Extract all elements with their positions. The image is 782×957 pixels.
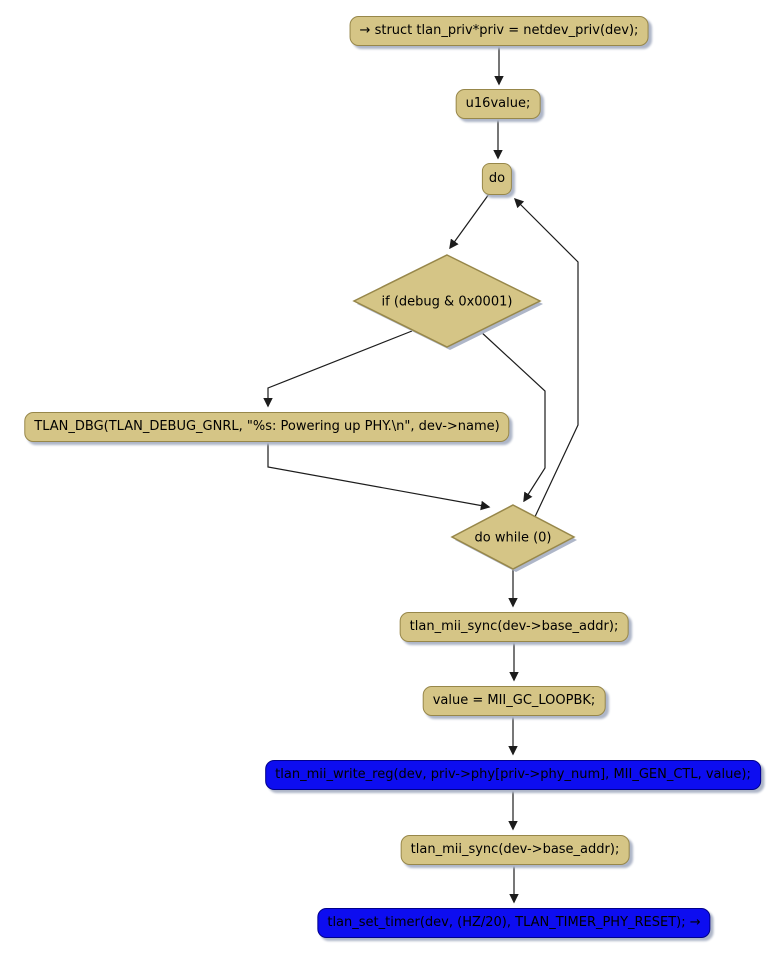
node-mii-write-reg: tlan_mii_write_reg(dev, priv->phy[priv->… — [265, 760, 761, 790]
node-set-timer: tlan_set_timer(dev, (HZ/20), TLAN_TIMER_… — [317, 908, 711, 938]
edge-if-false-dowhile — [479, 330, 546, 503]
edge-dbg-dowhile — [267, 441, 491, 511]
node-do: do — [481, 163, 513, 195]
edge-dowhile-loop-do — [513, 197, 579, 522]
do-while-diamond-shape — [450, 504, 576, 570]
node-value-assign: value = MII_GC_LOOPBK; — [422, 686, 606, 716]
node-declare-u16value: u16value; — [455, 89, 541, 119]
node-declare-priv: → struct tlan_priv*priv = netdev_priv(de… — [349, 16, 649, 46]
do-while-condition-label: do while (0) — [474, 530, 552, 546]
node-mii-sync-1: tlan_mii_sync(dev->base_addr); — [399, 612, 629, 642]
edge-do-if — [449, 193, 490, 250]
node-tlan-dbg: TLAN_DBG(TLAN_DEBUG_GNRL, "%s: Powering … — [24, 412, 510, 442]
if-diamond-shape — [352, 254, 542, 348]
node-mii-sync-2: tlan_mii_sync(dev->base_addr); — [400, 835, 630, 865]
edge-if-true-dbg — [263, 330, 413, 408]
if-condition-label: if (debug & 0x0001) — [381, 294, 513, 310]
